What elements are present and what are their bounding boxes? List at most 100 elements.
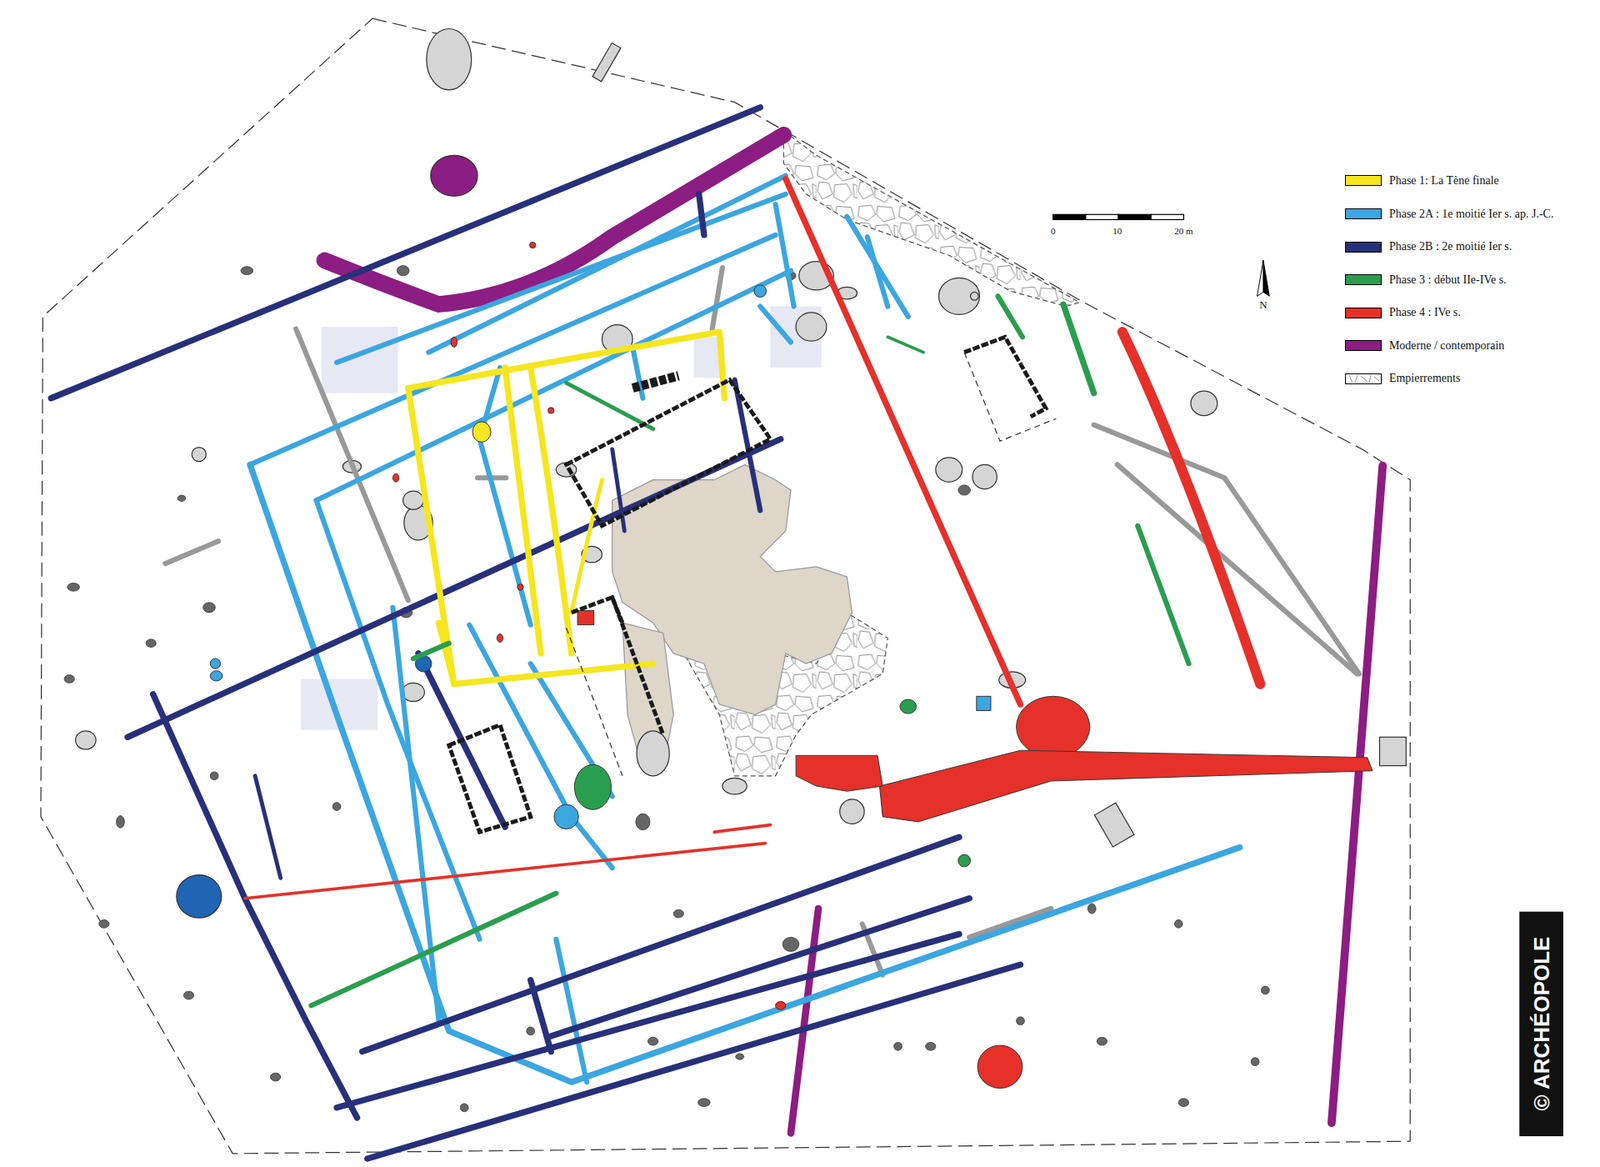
phase-2a-pit xyxy=(210,285,991,830)
stone xyxy=(698,1098,711,1107)
phase-4-ditch xyxy=(785,178,1021,705)
gray-feature xyxy=(722,777,747,795)
gray-feature xyxy=(840,799,865,824)
scale-label: 20 m xyxy=(1174,225,1193,236)
legend-swatch xyxy=(1345,274,1382,285)
phase-4-pit xyxy=(450,336,457,347)
gray-feature xyxy=(972,464,997,489)
legend-swatch xyxy=(1345,307,1382,319)
stone xyxy=(240,266,254,275)
stone xyxy=(782,936,800,951)
stone xyxy=(64,265,1270,1112)
modern-ditch xyxy=(790,908,819,1133)
phase-2a-pit xyxy=(554,804,579,829)
legend-entry: Phase 2B : 2e moitié Ier s. xyxy=(1345,240,1512,254)
phase-4-pit xyxy=(1016,695,1090,757)
scale-bar xyxy=(1150,214,1184,220)
gray-ditch xyxy=(1117,464,1358,674)
building-wall xyxy=(449,336,1046,832)
phase-3-ditch xyxy=(310,893,556,1006)
phase-4-pit xyxy=(392,473,399,482)
phase-4-pit xyxy=(775,1000,786,1010)
legend-label: Phase 2A : 1e moitié Ier s. ap. J.-C. xyxy=(1389,207,1555,221)
legend-swatch xyxy=(1345,175,1382,186)
stone xyxy=(673,909,684,918)
phase-4-ditch xyxy=(1122,331,1260,684)
stone xyxy=(1174,919,1183,928)
phase-1-pit xyxy=(472,421,491,442)
phase-4-pit xyxy=(496,634,503,643)
building-wall xyxy=(632,375,679,389)
phase-3-ditch xyxy=(413,643,450,659)
stone xyxy=(203,602,216,613)
gray-feature xyxy=(75,28,1407,847)
legend-swatch xyxy=(1345,373,1382,385)
legend-swatch xyxy=(1345,208,1382,220)
stone xyxy=(270,1072,280,1081)
scale-bar xyxy=(1053,214,1185,220)
phase-2b-ditch xyxy=(50,107,1020,1159)
stone xyxy=(396,265,410,276)
phase-2b-ditch xyxy=(530,980,551,1052)
excavation-limit xyxy=(40,18,1410,1154)
gray-feature xyxy=(191,447,206,462)
phase-1-ditch xyxy=(408,331,725,684)
legend-entry: Phase 1: La Tène finale xyxy=(1345,174,1500,188)
phase-4-pit xyxy=(795,755,883,791)
phase-2b-ditch xyxy=(255,775,281,878)
phase-2a-ditch xyxy=(760,306,791,343)
building-trace xyxy=(964,352,1056,442)
stone xyxy=(526,1026,535,1035)
phase-1-ditch xyxy=(530,367,572,654)
legend-swatch xyxy=(1345,340,1382,351)
building-wall xyxy=(566,380,771,526)
legend-entry: Phase 4 : IVe s. xyxy=(1345,305,1461,320)
stone xyxy=(1016,1016,1025,1025)
phase-3-ditch xyxy=(1063,304,1095,394)
phase-1-ditch xyxy=(408,331,725,399)
gray-feature xyxy=(426,28,472,90)
phase-2b-ditch xyxy=(550,898,970,1036)
legend-entry: Moderne / contemporain xyxy=(1345,339,1505,353)
excavation-limit xyxy=(40,18,1410,1154)
building-wall xyxy=(612,597,664,735)
gray-feature xyxy=(935,457,963,482)
building-wall xyxy=(449,725,531,833)
legend-label: Moderne / contemporain xyxy=(1389,339,1505,353)
phase-4-pit xyxy=(392,241,1373,1088)
phase-2a-pit xyxy=(210,670,223,681)
paving-sample xyxy=(1345,374,1381,384)
phase-3-ditch xyxy=(998,295,1023,337)
north-arrow xyxy=(1257,260,1270,296)
scale-bar xyxy=(1085,214,1119,220)
phase-3-pit xyxy=(900,699,917,714)
phase-2b-ditch xyxy=(362,836,960,1051)
gray-feature xyxy=(75,730,96,750)
paving-sample xyxy=(1349,375,1380,383)
north-arrow xyxy=(1263,260,1270,296)
phase-4-pit xyxy=(548,407,555,414)
scale-bar xyxy=(1118,214,1151,220)
stone xyxy=(1087,903,1096,914)
stone xyxy=(332,802,341,811)
stone xyxy=(67,582,80,591)
phase-1-ditch xyxy=(408,388,654,685)
stone xyxy=(635,813,650,830)
gray-ditch xyxy=(165,540,219,564)
phase-2b-ditch xyxy=(336,934,960,1108)
phase-2a-pit xyxy=(210,658,220,669)
legend-swatch xyxy=(1345,241,1382,253)
building-area xyxy=(321,326,399,394)
legend-label: Phase 1: La Tène finale xyxy=(1389,174,1500,188)
phase-2a-ditch xyxy=(775,204,795,306)
phase-2a-pit xyxy=(976,695,991,710)
stone xyxy=(116,815,125,829)
phase-2b-pit xyxy=(176,875,222,918)
gray-feature xyxy=(592,43,621,82)
scale-label: 0 xyxy=(1050,225,1056,236)
north-label: N xyxy=(1259,298,1267,312)
stone xyxy=(64,675,75,684)
phase-4-ditch xyxy=(245,178,1260,898)
phase-4-ditch xyxy=(714,825,770,833)
